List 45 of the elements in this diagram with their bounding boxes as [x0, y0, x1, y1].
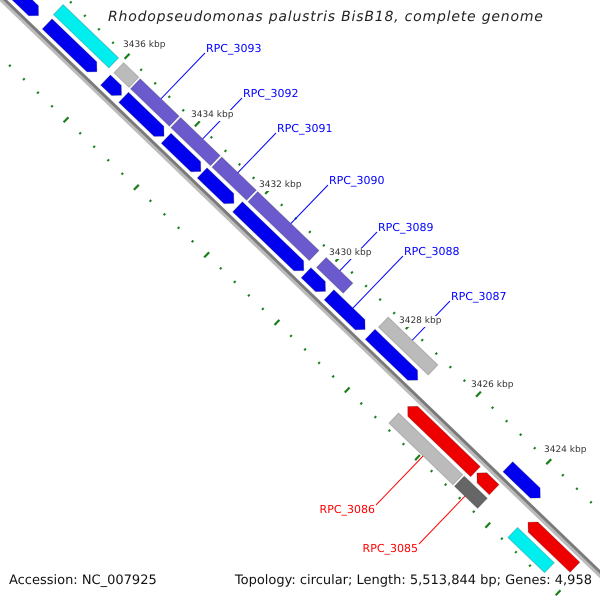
- gene-label: RPC_3091: [277, 122, 332, 135]
- feature-bar: [378, 316, 439, 376]
- tick-label: 3432 kbp: [259, 180, 302, 191]
- footer-text: Accession: NC_007925: [8, 573, 158, 589]
- tick-label: 3436 kbp: [123, 40, 166, 51]
- gene-feature: [476, 472, 500, 496]
- gene-label: RPC_3088: [404, 245, 460, 258]
- feature-bar: [454, 475, 488, 510]
- leader-line: [418, 496, 466, 544]
- gene-feature: [300, 267, 326, 292]
- leader-line: [237, 132, 276, 174]
- feature-bar: [113, 62, 140, 88]
- gene-feature: [502, 461, 541, 499]
- gene-label: RPC_3093: [206, 42, 262, 55]
- leader-line: [290, 184, 328, 224]
- gene-label: RPC_3086: [320, 503, 375, 516]
- tick-label: 3430 kbp: [329, 248, 372, 259]
- feature-bar: [130, 78, 180, 127]
- gene-feature: [232, 201, 304, 272]
- tick-label: 3434 kbp: [191, 110, 234, 121]
- gene-label: RPC_3085: [362, 542, 418, 555]
- gene-feature: [42, 18, 98, 72]
- gene-feature: [118, 92, 164, 137]
- feature-bar: [247, 190, 320, 262]
- leader-line: [160, 52, 206, 100]
- gene-label: RPC_3090: [329, 174, 384, 187]
- feature-bar: [316, 256, 354, 294]
- gene-feature: [160, 132, 202, 172]
- feature-bar: [388, 412, 464, 486]
- leader-line: [352, 256, 404, 309]
- gene-label: RPC_3087: [451, 290, 506, 303]
- gene-feature: [196, 167, 234, 204]
- gene-feature: [364, 328, 418, 381]
- title: Rhodopseudomonas palustris BisB18, complete genome: [108, 9, 544, 26]
- gene-feature: [324, 289, 366, 330]
- leader-line: [376, 456, 424, 506]
- gene-feature: [407, 406, 481, 478]
- gene-label: RPC_3089: [378, 221, 434, 234]
- feature-bar: [211, 156, 257, 201]
- gene-label: RPC_3092: [243, 87, 298, 100]
- footer-text: Topology: circular; Length: 5,513,844 bp; Genes: 4,958: [234, 573, 593, 589]
- tick-label: 3424 kbp: [544, 445, 586, 456]
- tick-label: 3428 kbp: [399, 316, 442, 327]
- tick-label: 3426 kbp: [471, 380, 514, 391]
- gene-feature: [100, 74, 122, 96]
